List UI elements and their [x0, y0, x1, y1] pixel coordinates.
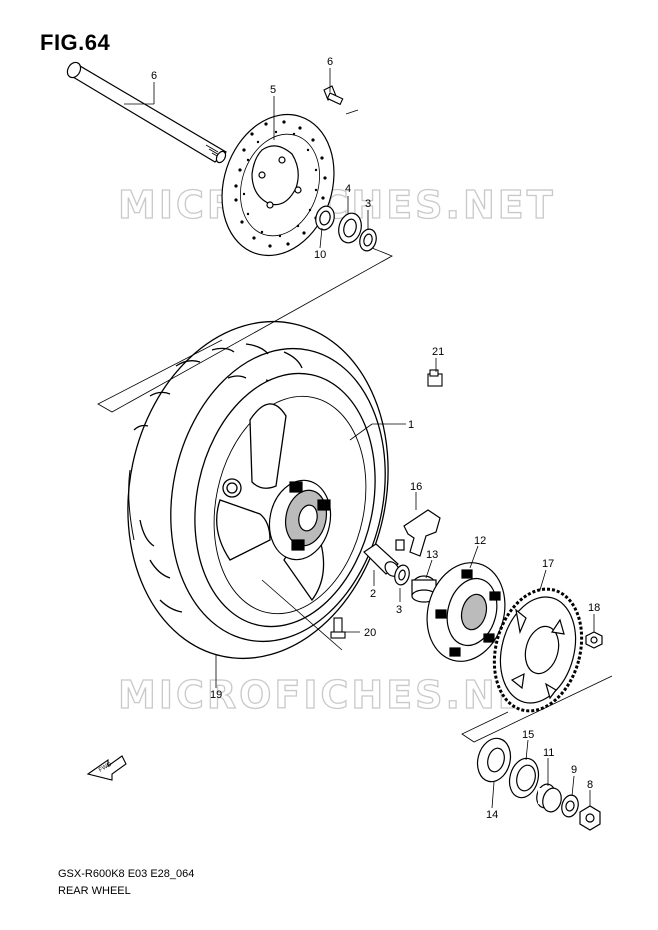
sprocket-spacer: [411, 575, 437, 603]
tire-valve: [330, 617, 346, 639]
model-code: GSX-R600K8 E03 E28_064: [58, 868, 195, 880]
callout-10: 10: [314, 249, 326, 261]
callout-21: 21: [432, 346, 444, 358]
watermark-bottom: MICROFICHES.NET: [118, 673, 556, 717]
caliper-bracket: [395, 509, 441, 557]
callout-12: 12: [474, 535, 486, 547]
callout-7: 6: [151, 70, 157, 82]
seal: [338, 212, 362, 244]
callout-20: 20: [364, 627, 376, 639]
callout-2: 2: [370, 588, 376, 600]
callout-14: 14: [486, 809, 498, 821]
callout-13: 13: [426, 549, 438, 561]
sprocket-drum: [426, 562, 506, 662]
axle: [66, 61, 228, 164]
seal-15: [508, 757, 540, 799]
figure-title: FIG.64: [40, 30, 111, 55]
callout-1: 1: [408, 419, 414, 431]
callout-17: 17: [542, 558, 554, 570]
callout-3-upper: 3: [365, 198, 371, 210]
disc-bolt: [323, 85, 344, 106]
callout-11: 11: [543, 747, 554, 759]
callout-numbers: 6 5 6 4 3 10 21 1 16 12 13 17 2 3 18 20 …: [151, 56, 600, 821]
axle-nut-8: [579, 805, 601, 831]
callout-8: 8: [587, 779, 593, 791]
leader-lines: [97, 68, 613, 809]
callout-4: 4: [345, 183, 351, 195]
brake-disc: [221, 113, 335, 257]
callout-16: 16: [410, 481, 422, 493]
callout-19: 19: [210, 689, 222, 701]
callout-5: 5: [270, 84, 276, 96]
watermark-top: MICROFICHES.NET: [118, 183, 556, 227]
fwd-arrow-icon: FWD: [86, 755, 127, 781]
washer-9: [561, 794, 579, 818]
bearing-14: [476, 737, 512, 783]
callout-18: 18: [588, 602, 600, 614]
bearing-lower: [394, 564, 410, 586]
callout-15: 15: [522, 729, 534, 741]
callout-6: 6: [327, 56, 333, 68]
collar-11: [536, 783, 562, 813]
sprocket-nut: [585, 631, 603, 649]
figure-caption: REAR WHEEL: [58, 885, 131, 897]
valve-cap: [427, 369, 443, 387]
callout-9: 9: [571, 764, 577, 776]
bearing-upper: [359, 228, 377, 252]
wheel-hub: [268, 479, 332, 561]
oil-seal: [315, 205, 335, 231]
callout-3-lower: 3: [396, 604, 402, 616]
rear-sprocket: [492, 587, 584, 713]
